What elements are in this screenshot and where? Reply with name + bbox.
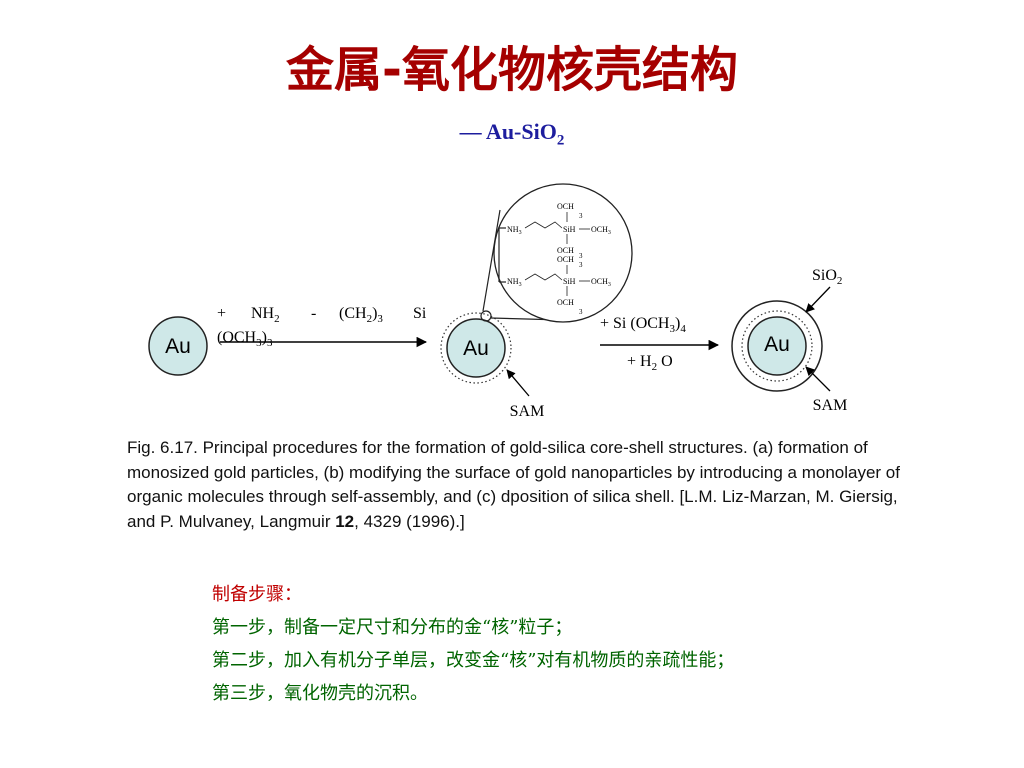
molecule-structure-1: OCH 3 NH3 SiH OCH3 OCH: [507, 202, 611, 255]
reagent-aminosilane-line1: + NH2 - (CH2)3 Si: [217, 305, 427, 326]
step-2: 第二步，加入有机分子单层，改变金“核”对有机物质的亲疏性能；: [212, 650, 735, 671]
reagent-water: + H2 O: [627, 353, 673, 373]
reagent-teos: + Si (OCH3)4: [600, 315, 686, 335]
silica-shell: [731, 300, 823, 392]
silica-pointer: [805, 286, 831, 313]
sam-label-c: SAM: [813, 397, 848, 414]
slide-subtitle: — Au-SiO2: [0, 117, 1024, 155]
core-shell-diagram: Au + NH2 - (CH2)3 Si (OCH3)3 Au SAM OCH …: [148, 183, 848, 420]
gold-label-bare: Au: [165, 335, 191, 358]
sam-layer-ring-c: [741, 310, 813, 382]
caption-text: Fig. 6.17. Principal procedures for the …: [127, 438, 900, 531]
silica-label: SiO2: [812, 267, 842, 287]
sam-pointer-b: [506, 369, 530, 397]
amine-1: NH3: [507, 225, 522, 236]
methoxy-bottom-2: OCH: [557, 298, 574, 307]
procedure-steps: 制备步骤： 第一步，制备一定尺寸和分布的金“核”粒子； 第二步，加入有机分子单层…: [212, 578, 734, 710]
methoxy-bottom-1: OCH: [557, 246, 574, 255]
slide-title: 金属-氧化物核壳结构: [286, 42, 738, 98]
sam-pointer-c: [805, 366, 831, 392]
methoxy-right-2: OCH3: [591, 277, 611, 288]
propyl-chain-1: [524, 221, 563, 229]
steps-heading: 制备步骤：: [212, 584, 302, 605]
gold-particle-functionalized: [446, 318, 506, 378]
methoxy-top-1: OCH: [557, 202, 574, 211]
methoxy-top-1-subscript: 3: [579, 212, 583, 220]
caption-pages: , 4329 (1996).]: [354, 511, 465, 531]
gold-label-coated: Au: [764, 333, 790, 356]
step-3: 第三步，氧化物壳的沉积。: [212, 683, 428, 704]
step-1: 第一步，制备一定尺寸和分布的金“核”粒子；: [212, 617, 573, 638]
methoxy-top-2-subscript-a: 3: [579, 252, 583, 260]
gold-particle-bare: [148, 316, 208, 376]
molecule-zoom-circle: [493, 183, 633, 323]
methoxy-top-2: OCH: [557, 255, 574, 264]
figure-caption: Fig. 6.17. Principal procedures for the …: [127, 436, 907, 534]
methoxy-bottom-2-subscript: 3: [579, 308, 583, 316]
caption-volume: 12: [335, 511, 355, 531]
silicon-1: SiH: [563, 225, 576, 234]
zoom-spot: [480, 310, 492, 322]
propyl-chain-2: [524, 273, 563, 281]
sam-layer-ring: [440, 312, 512, 384]
gold-particle-coated: [747, 316, 807, 376]
reagent-aminosilane-line2: (OCH3)3: [217, 329, 273, 349]
sam-label-b: SAM: [510, 403, 545, 420]
molecule-structure-2: OCH 3 3 NH3 SiH OCH3 OCH 3: [507, 252, 611, 316]
methoxy-right-1: OCH3: [591, 225, 611, 236]
zoom-line-upper: [482, 209, 501, 312]
silicon-2: SiH: [563, 277, 576, 286]
methoxy-top-2-subscript-b: 3: [579, 261, 583, 269]
gold-label-functionalized: Au: [463, 337, 489, 360]
subtitle-text: — Au-SiO: [459, 119, 557, 144]
subtitle-subscript: 2: [556, 132, 565, 149]
amine-2: NH3: [507, 277, 522, 288]
